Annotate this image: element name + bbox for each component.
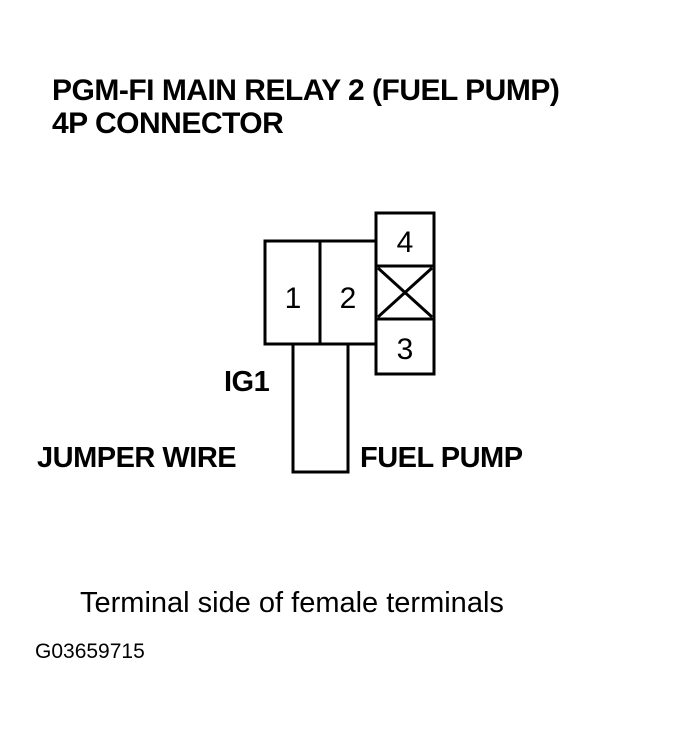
title-line-1: PGM-FI MAIN RELAY 2 (FUEL PUMP) bbox=[52, 74, 560, 107]
jumper-wire-label: JUMPER WIRE bbox=[37, 442, 237, 474]
terminal-4-label: 4 bbox=[397, 226, 414, 259]
title-line-2: 4P CONNECTOR bbox=[52, 107, 284, 140]
figure-id: G03659715 bbox=[35, 640, 145, 663]
unused-cavity-x-mark bbox=[376, 266, 434, 319]
terminal-1-label: 1 bbox=[285, 282, 302, 315]
terminal-2-label: 2 bbox=[340, 282, 357, 315]
connector-right-column bbox=[374, 211, 436, 376]
diagram-title: PGM-FI MAIN RELAY 2 (FUEL PUMP) 4P CONNE… bbox=[52, 74, 560, 140]
fuel-pump-label: FUEL PUMP bbox=[360, 442, 523, 474]
terminal-3-label: 3 bbox=[397, 333, 414, 366]
jumper-wire-line bbox=[291, 344, 350, 474]
ig1-label: IG1 bbox=[224, 366, 270, 398]
diagram-caption: Terminal side of female terminals bbox=[80, 587, 504, 619]
